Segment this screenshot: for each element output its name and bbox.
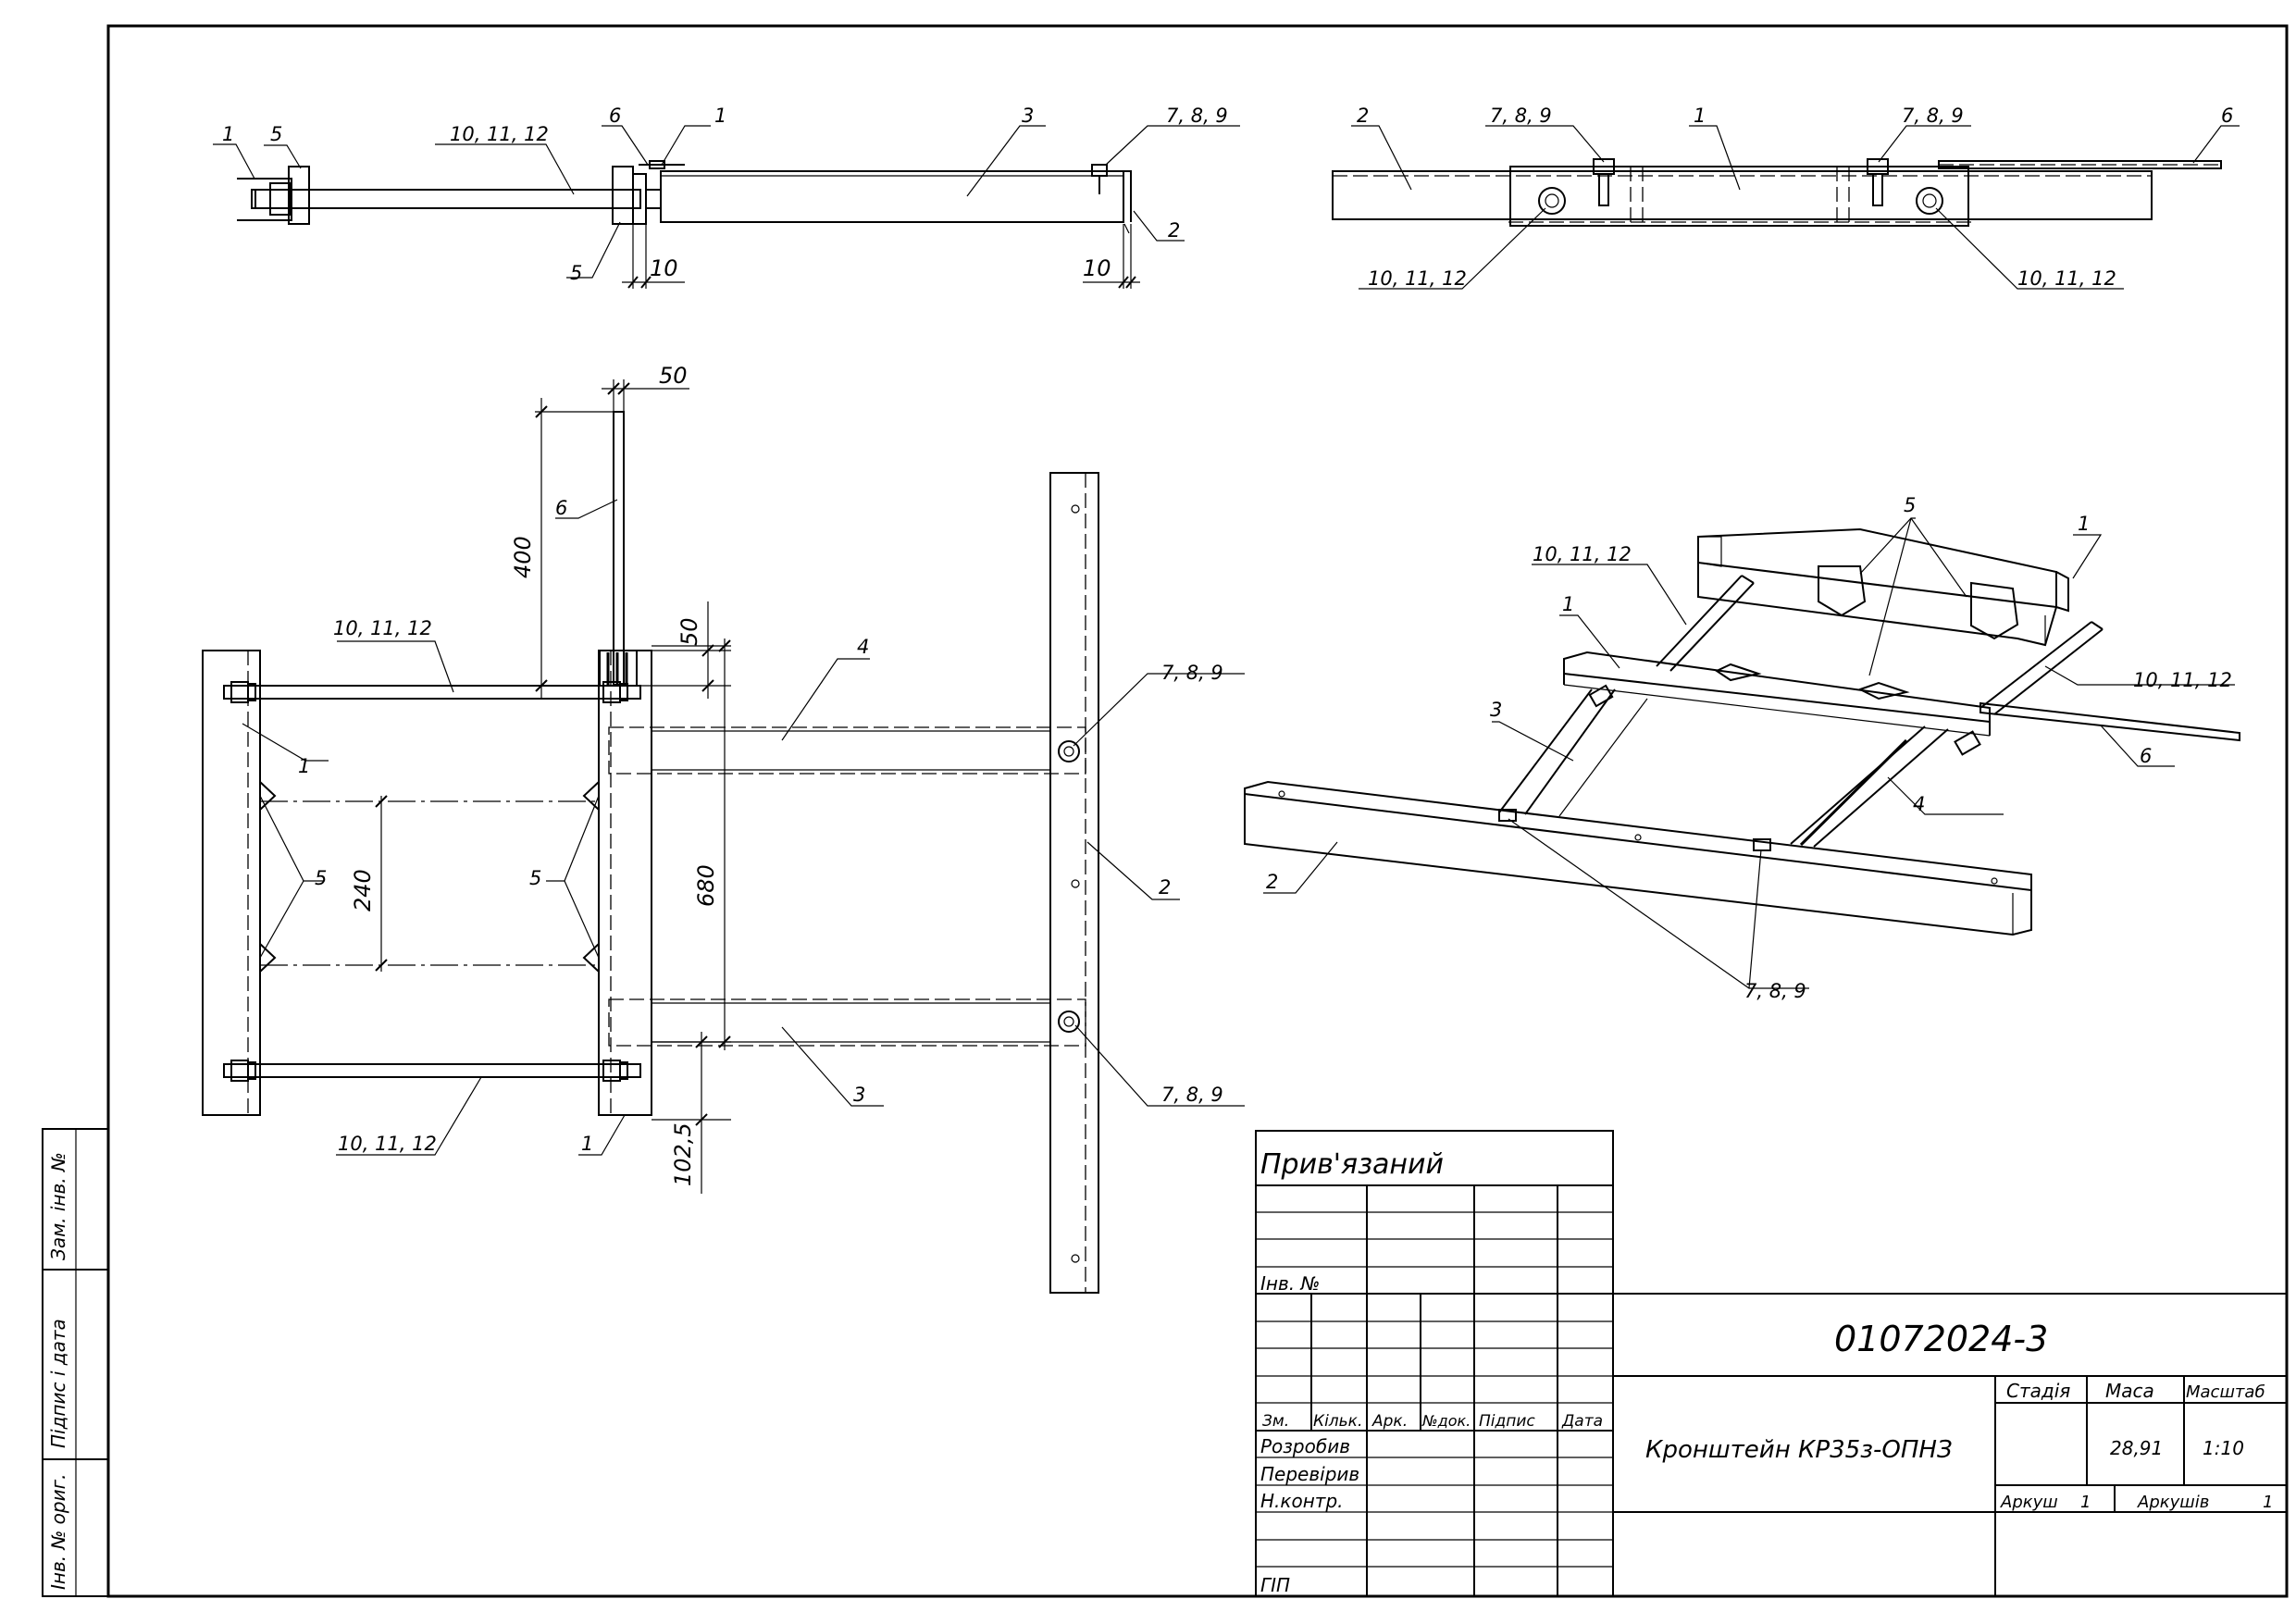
iso-label-7-8-9: 7, 8, 9: [1744, 980, 1806, 1002]
margin-pidpys-data: Підпис і дата: [47, 1319, 69, 1448]
tb-arkush: Аркуш: [2000, 1493, 2058, 1512]
tb-pryviazanyi: Прив'язаний: [1260, 1148, 1444, 1181]
side-view: [213, 125, 1240, 289]
tb-perevirv: Перевірив: [1260, 1463, 1359, 1485]
tb-rozrobyv: Розробив: [1260, 1435, 1350, 1457]
side-dim-10b: 10: [1083, 255, 1111, 281]
side-label-5a: 5: [270, 123, 282, 145]
plan-view: [202, 379, 1245, 1294]
tb-col-zm: Зм.: [1262, 1412, 1289, 1431]
side-label-3: 3: [1022, 105, 1034, 127]
tb-col-ark: Арк.: [1371, 1412, 1408, 1431]
side-label-1b: 1: [714, 105, 726, 127]
side-label-7-8-9: 7, 8, 9: [1166, 105, 1228, 127]
title-block-text: Прив'язаний Інв. № Зм. Кільк. Арк. №док.…: [1260, 1148, 2273, 1596]
margin-inv-orig: Інв. № ориг.: [47, 1474, 69, 1590]
side-label-2: 2: [1168, 219, 1180, 242]
plan-label-5-left: 5: [315, 867, 327, 889]
plan-dim-102-5: 102,5: [670, 1122, 696, 1186]
plan-label-7-8-9-top: 7, 8, 9: [1161, 662, 1223, 684]
plan-label-7-8-9-bot: 7, 8, 9: [1161, 1084, 1223, 1106]
side-view-labels: 1 5 10, 11, 12 6 1 3 7, 8, 9 5 2 10 10: [222, 105, 1228, 284]
tb-arkushiv: Аркушів: [2137, 1493, 2209, 1512]
isometric-view: [1244, 517, 2240, 989]
tb-col-dok: №док.: [1421, 1412, 1471, 1430]
topright-label-2: 2: [1357, 105, 1369, 127]
topright-label-10-11-12-b: 10, 11, 12: [2017, 267, 2116, 290]
tb-masshtab: Масштаб: [2186, 1382, 2265, 1402]
tb-stadia: Стадія: [2006, 1380, 2070, 1402]
side-margin-labels: Зам. інв. № Підпис і дата Інв. № ориг.: [47, 1152, 69, 1590]
plan-label-5-right: 5: [529, 867, 541, 889]
plan-label-10-11-12-top: 10, 11, 12: [333, 617, 432, 639]
tb-col-pidpys: Підпис: [1479, 1412, 1535, 1431]
tb-col-kilk: Кільк.: [1313, 1412, 1362, 1431]
tb-masa: Маса: [2105, 1380, 2154, 1402]
side-label-6: 6: [609, 105, 621, 127]
side-label-1a: 1: [222, 123, 234, 145]
tb-gip: ГІП: [1260, 1574, 1290, 1596]
topright-label-7-8-9-b: 7, 8, 9: [1902, 105, 1964, 127]
plan-label-2: 2: [1159, 876, 1171, 899]
iso-label-1-mid: 1: [1562, 593, 1574, 615]
tb-masa-value: 28,91: [2110, 1437, 2163, 1459]
tb-title: Кронштейн КР35з-ОПНЗ: [1645, 1436, 1953, 1464]
plan-dim-240: 240: [350, 869, 376, 911]
plan-label-6: 6: [555, 497, 567, 519]
plan-dim-50-top: 50: [659, 363, 688, 389]
tb-inv-no: Інв. №: [1260, 1272, 1320, 1295]
plan-view-labels: 6 10, 11, 12 1 5 5 4 7, 8, 9 2 3 7, 8, 9…: [298, 363, 1223, 1186]
tb-arkushiv-value: 1: [2263, 1493, 2273, 1512]
plan-label-10-11-12-bot: 10, 11, 12: [338, 1133, 437, 1155]
top-right-view: [1332, 125, 2240, 290]
plan-dim-50-mid: 50: [676, 617, 702, 646]
plan-label-4: 4: [857, 636, 869, 658]
iso-label-4: 4: [1913, 793, 1925, 815]
iso-label-5: 5: [1904, 494, 1916, 516]
title-block: [1255, 1130, 2288, 1597]
tb-nkontr: Н.контр.: [1260, 1490, 1344, 1512]
topright-label-6: 6: [2221, 105, 2233, 127]
plan-label-3: 3: [853, 1084, 865, 1106]
margin-zam-inv: Зам. інв. №: [47, 1152, 69, 1260]
iso-label-2: 2: [1266, 871, 1278, 893]
topright-label-1: 1: [1694, 105, 1706, 127]
iso-label-10-11-12-top: 10, 11, 12: [1533, 543, 1632, 565]
iso-label-1-top: 1: [2078, 513, 2090, 535]
plan-label-1-left: 1: [298, 755, 310, 777]
tb-doc-number: 01072024-3: [1834, 1319, 2048, 1359]
sheet-frame: [42, 24, 2289, 1598]
top-right-view-labels: 2 7, 8, 9 1 7, 8, 9 6 10, 11, 12 10, 11,…: [1357, 105, 2233, 290]
iso-label-3: 3: [1490, 699, 1502, 721]
isometric-view-labels: 5 1 10, 11, 12 1 10, 11, 12 3 6 4 2 7, 8…: [1266, 494, 2232, 1002]
topright-label-10-11-12-a: 10, 11, 12: [1368, 267, 1467, 290]
side-label-5b: 5: [570, 262, 582, 284]
tb-arkush-value: 1: [2080, 1493, 2091, 1512]
topright-label-7-8-9-a: 7, 8, 9: [1490, 105, 1552, 127]
iso-label-10-11-12-right: 10, 11, 12: [2133, 669, 2232, 691]
side-dim-10a: 10: [650, 255, 678, 281]
plan-label-1-bot: 1: [581, 1133, 593, 1155]
tb-col-data: Дата: [1561, 1412, 1603, 1431]
plan-dim-400: 400: [510, 536, 536, 578]
side-label-10-11-12: 10, 11, 12: [450, 123, 549, 145]
tb-masshtab-value: 1:10: [2203, 1437, 2244, 1459]
iso-label-6: 6: [2140, 745, 2152, 767]
plan-dim-680: 680: [693, 864, 719, 907]
